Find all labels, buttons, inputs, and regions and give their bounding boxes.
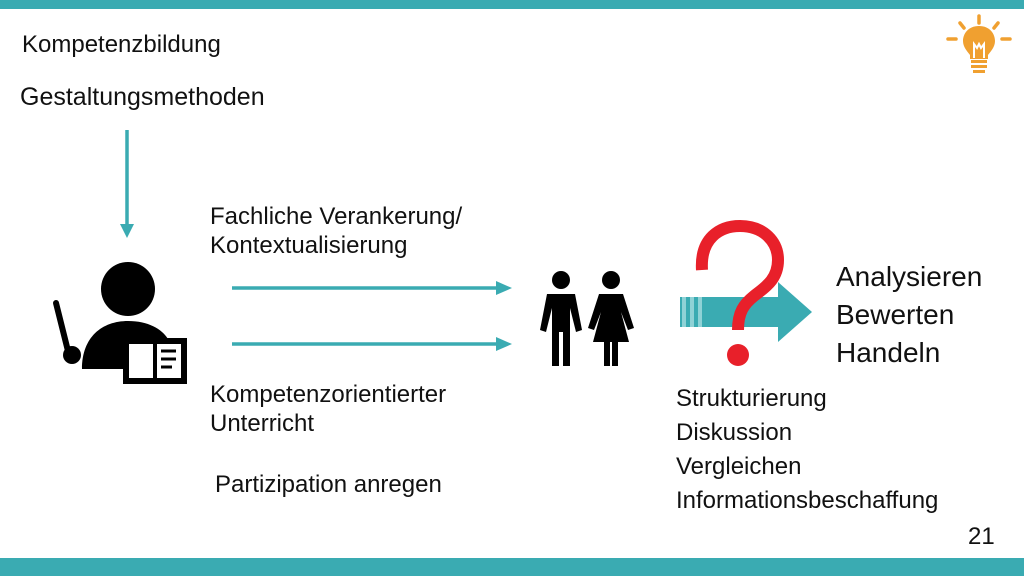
method-participation: Partizipation anregen <box>215 471 442 498</box>
question-arrow-group <box>680 219 812 366</box>
method-competence-teaching: Kompetenzorientierter Unterricht <box>210 381 447 438</box>
activity-discussion: Diskussion <box>676 419 793 447</box>
students-icon <box>540 271 634 366</box>
page-number: 21 <box>968 523 995 550</box>
right-arrow-upper <box>232 281 512 295</box>
teacher-icon <box>53 262 187 384</box>
thick-arrow <box>680 282 812 342</box>
activities-list: Strukturierung Diskussion Vergleichen In… <box>676 382 938 518</box>
outcome-evaluate: Bewerten <box>836 298 955 330</box>
slide-title: Kompetenzbildung <box>22 31 221 58</box>
outcomes-list: Analysieren Bewerten Handeln <box>836 258 982 371</box>
top-accent-bar <box>0 0 1024 9</box>
right-arrow-lower <box>232 337 512 351</box>
outcome-act: Handeln <box>836 336 941 368</box>
slide-subtitle: Gestaltungsmethoden <box>20 83 265 111</box>
down-arrow <box>120 130 134 238</box>
activity-comparing: Vergleichen <box>676 453 802 481</box>
outcome-analyze: Analysieren <box>836 261 983 292</box>
lightbulb-icon <box>946 14 1012 73</box>
activity-information: Informationsbeschaffung <box>676 487 939 515</box>
activity-structuring: Strukturierung <box>676 385 827 412</box>
method-contextualization: Fachliche Verankerung/ Kontextualisierun… <box>210 203 463 260</box>
bottom-accent-bar <box>0 558 1024 576</box>
question-mark-icon <box>695 219 785 366</box>
